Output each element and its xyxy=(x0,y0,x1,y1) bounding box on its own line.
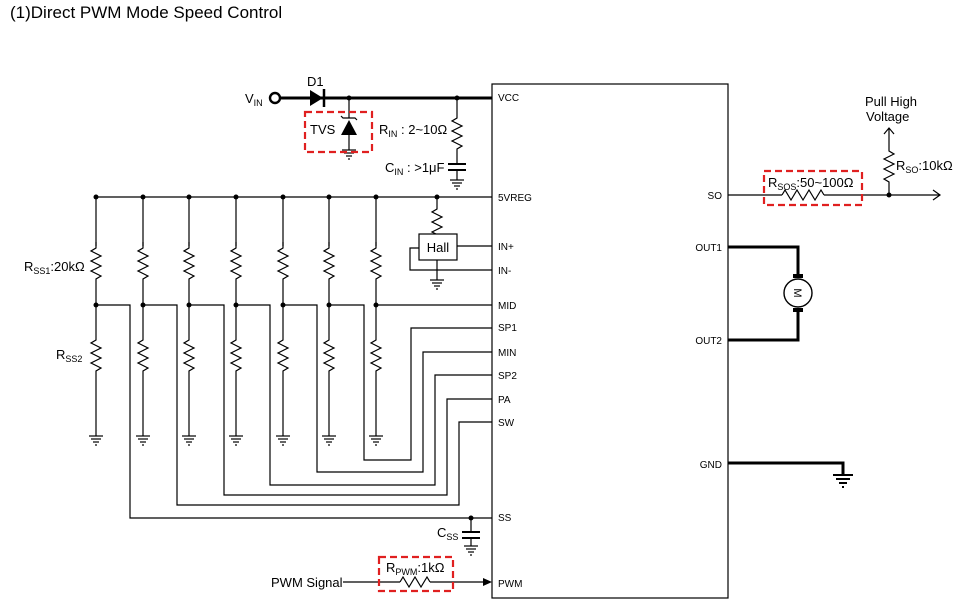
pin-in-minus-label: IN- xyxy=(498,266,511,277)
pin-sw-label: SW xyxy=(498,418,515,429)
pin-gnd-label: GND xyxy=(700,460,722,471)
ladder-junction xyxy=(280,194,286,200)
pin-pa-label: PA xyxy=(498,395,511,406)
route-tap-1 xyxy=(143,304,492,506)
pin-pwm-label: PWM xyxy=(498,579,522,590)
ladder-junction xyxy=(93,194,99,200)
vin-terminal xyxy=(268,91,282,105)
ladder-upper-resistor xyxy=(277,241,289,286)
ladder-junction xyxy=(140,194,146,200)
rpwm-resistor xyxy=(399,575,431,589)
ladder-upper-resistor xyxy=(183,241,195,286)
rsos-label: RSOS:50~100Ω xyxy=(768,175,854,192)
rpwm-highlight-box xyxy=(377,555,455,593)
ladder-ground xyxy=(181,435,197,446)
pin-out2-label: OUT2 xyxy=(695,336,722,347)
so-output-arrow xyxy=(932,189,942,201)
ladder-ground xyxy=(275,435,291,446)
pull-high-arrow xyxy=(883,127,895,135)
route-tap-2 xyxy=(189,304,492,496)
rsos-resistor xyxy=(781,188,825,202)
ladder-ground xyxy=(321,435,337,446)
ladder-ground xyxy=(368,435,384,446)
ladder-junction xyxy=(373,194,379,200)
cin-capacitor xyxy=(448,163,466,190)
pin-vcc-label: VCC xyxy=(498,93,519,104)
ladder-lower-resistor xyxy=(183,333,195,378)
pin-sp1-label: SP1 xyxy=(498,323,517,334)
cin-label: CIN : >1μF xyxy=(385,160,445,177)
ladder-upper-resistor xyxy=(90,241,102,286)
pwm-signal-label: PWM Signal xyxy=(271,575,343,590)
rso-resistor xyxy=(882,128,896,188)
tvs-diode xyxy=(340,98,358,160)
rin-resistor xyxy=(451,111,463,156)
route-tap-5 xyxy=(329,304,492,461)
motor-label: M xyxy=(791,288,803,297)
ladder-lower-resistor xyxy=(277,333,289,378)
ladder-junction xyxy=(233,194,239,200)
hall-label: Hall xyxy=(427,240,450,255)
ladder-junction xyxy=(326,194,332,200)
route-tap-0 xyxy=(96,304,492,519)
route-tap-3 xyxy=(236,304,492,486)
diagram-title: (1)Direct PWM Mode Speed Control xyxy=(10,3,283,22)
pull-high-label-1: Pull High xyxy=(865,94,917,109)
rso-label: RSO:10kΩ xyxy=(896,158,953,175)
pin-ss-label: SS xyxy=(498,513,512,524)
pin-mid-label: MID xyxy=(498,301,516,312)
ic-body xyxy=(491,83,729,599)
pin-out1-label: OUT1 xyxy=(695,243,722,254)
pin-5vreg-label: 5VREG xyxy=(498,193,532,204)
rpwm-label: RPWM:1kΩ xyxy=(386,560,445,577)
pin-so-label: SO xyxy=(708,191,723,202)
rin-label: RIN : 2~10Ω xyxy=(379,122,448,139)
motor xyxy=(783,274,813,312)
diode-d1 xyxy=(310,89,326,107)
ladder-junction xyxy=(186,194,192,200)
resistor-ladder xyxy=(88,194,492,519)
ladder-upper-resistor xyxy=(137,241,149,286)
ladder-lower-resistor xyxy=(230,333,242,378)
rsos-highlight-box xyxy=(762,169,864,207)
css-capacitor xyxy=(462,518,480,556)
css-label: CSS xyxy=(437,525,458,542)
ladder-upper-resistor xyxy=(370,241,382,286)
ic-ground xyxy=(833,474,853,488)
pin-sp2-label: SP2 xyxy=(498,371,517,382)
ladder-upper-resistor xyxy=(323,241,335,286)
pull-high-label-2: Voltage xyxy=(866,109,909,124)
pin-in-plus-label: IN+ xyxy=(498,242,514,253)
pin-min-label: MIN xyxy=(498,348,516,359)
tvs-label: TVS xyxy=(310,122,336,137)
ladder-ground xyxy=(135,435,151,446)
rss2-label: RSS2 xyxy=(56,347,82,364)
ladder-lower-resistor xyxy=(370,333,382,378)
ladder-ground xyxy=(228,435,244,446)
vin-label: VIN xyxy=(245,91,263,108)
ladder-lower-resistor xyxy=(90,333,102,378)
ladder-ground xyxy=(88,435,104,446)
rss1-label: RSS1:20kΩ xyxy=(24,259,85,276)
tvs-highlight-box xyxy=(303,110,374,154)
ladder-lower-resistor xyxy=(137,333,149,378)
ladder-lower-resistor xyxy=(323,333,335,378)
ladder-upper-resistor xyxy=(230,241,242,286)
route-tap-4 xyxy=(283,304,492,473)
d1-label: D1 xyxy=(307,74,324,89)
hall-sensor xyxy=(418,233,458,261)
